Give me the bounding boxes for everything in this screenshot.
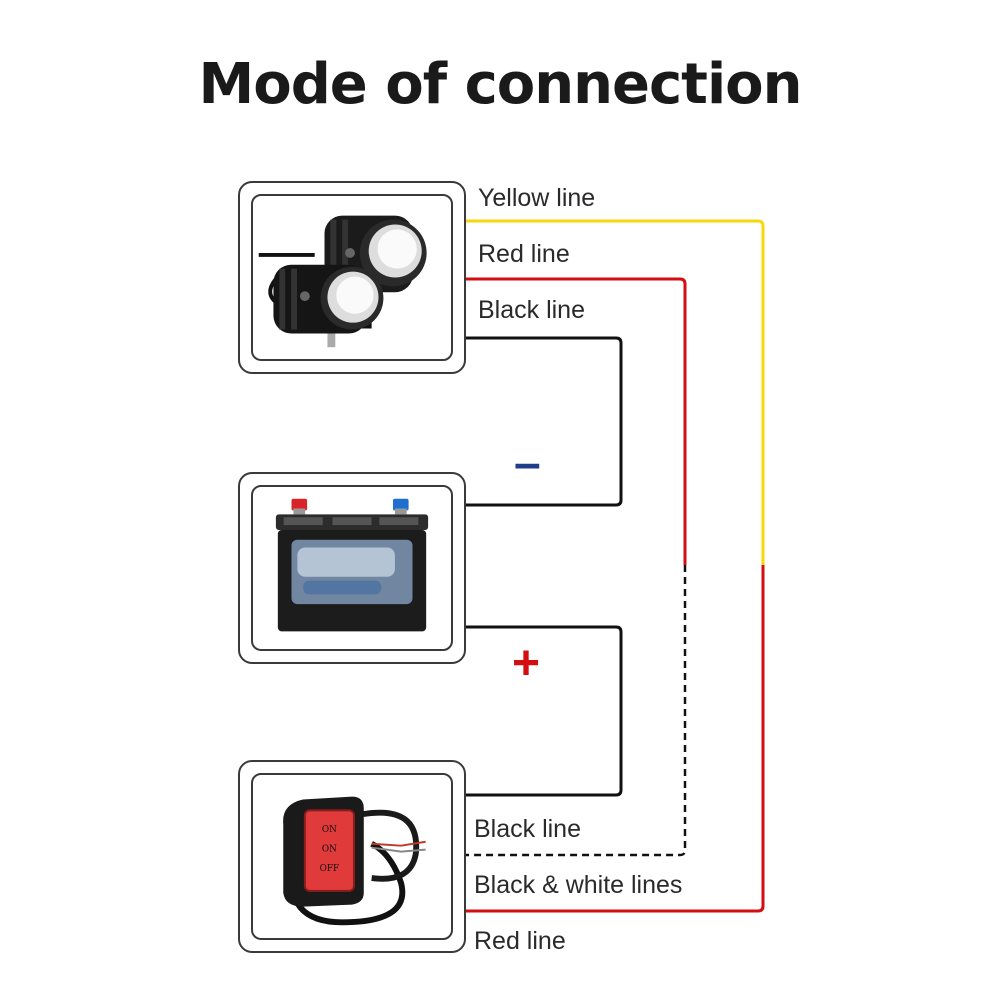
switch-image: ON ON OFF <box>251 773 453 940</box>
fog-lights-icon <box>258 215 427 348</box>
switch-frame: ON ON OFF <box>238 760 466 953</box>
label-black-line-top: Black line <box>478 296 585 324</box>
label-black-line-bottom: Black line <box>474 815 581 843</box>
battery-frame <box>238 472 466 664</box>
switch-on-label-2: ON <box>322 845 337 855</box>
lights-frame <box>238 181 466 374</box>
red-wire-top <box>466 277 687 565</box>
red-wire-bottom <box>466 565 765 913</box>
black-wire-negative <box>466 336 623 507</box>
plus-sign: + <box>512 637 541 690</box>
label-black-white-lines: Black & white lines <box>474 871 683 899</box>
black-wire-positive <box>466 625 623 797</box>
black-dashed-wire <box>466 565 687 857</box>
minus-sign: – <box>514 437 541 490</box>
label-red-line-bottom: Red line <box>474 927 566 955</box>
switch-on-label-1: ON <box>322 825 337 835</box>
yellow-wire <box>466 219 765 565</box>
switch-icon: ON ON OFF <box>283 796 426 926</box>
page-title: Mode of connection <box>198 52 803 117</box>
switch-off-label: OFF <box>320 864 340 874</box>
label-yellow-line: Yellow line <box>478 184 596 212</box>
battery-image <box>251 485 453 651</box>
lights-image <box>251 194 453 361</box>
label-red-line-top: Red line <box>478 240 570 268</box>
battery-icon <box>275 498 429 632</box>
